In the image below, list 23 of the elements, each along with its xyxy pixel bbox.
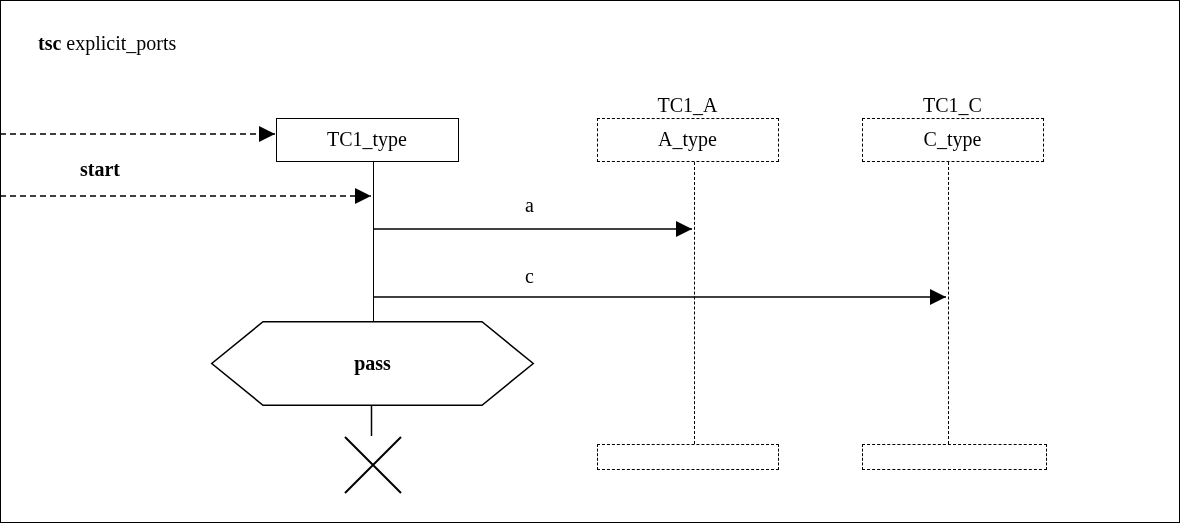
instance-name: TC1_C	[922, 94, 983, 117]
lifeline	[693, 162, 696, 444]
stop-cross	[345, 437, 401, 493]
lifeline-end-box	[862, 444, 1047, 470]
instance-box	[276, 118, 459, 162]
verdict-label: pass	[353, 352, 392, 375]
instance-type: C_type	[922, 128, 983, 151]
verdict-hexagon	[211, 321, 534, 406]
edge-label: a	[525, 194, 534, 217]
lifeline	[370, 404, 373, 437]
edge-label: start	[80, 158, 120, 181]
instance-type: A_type	[657, 128, 718, 151]
instance-type: TC1_type	[326, 128, 408, 151]
edge-label: c	[525, 265, 534, 288]
chart-title: tsc explicit_ports	[38, 32, 177, 55]
lifeline-end-box	[597, 444, 779, 470]
lifeline	[947, 162, 950, 444]
dashed-arrow	[0, 188, 372, 204]
instance-name: TC1_A	[656, 94, 719, 117]
lifeline	[372, 162, 375, 321]
message-arrow	[372, 221, 693, 237]
message-arrow	[372, 289, 947, 305]
dashed-arrow	[0, 126, 276, 142]
